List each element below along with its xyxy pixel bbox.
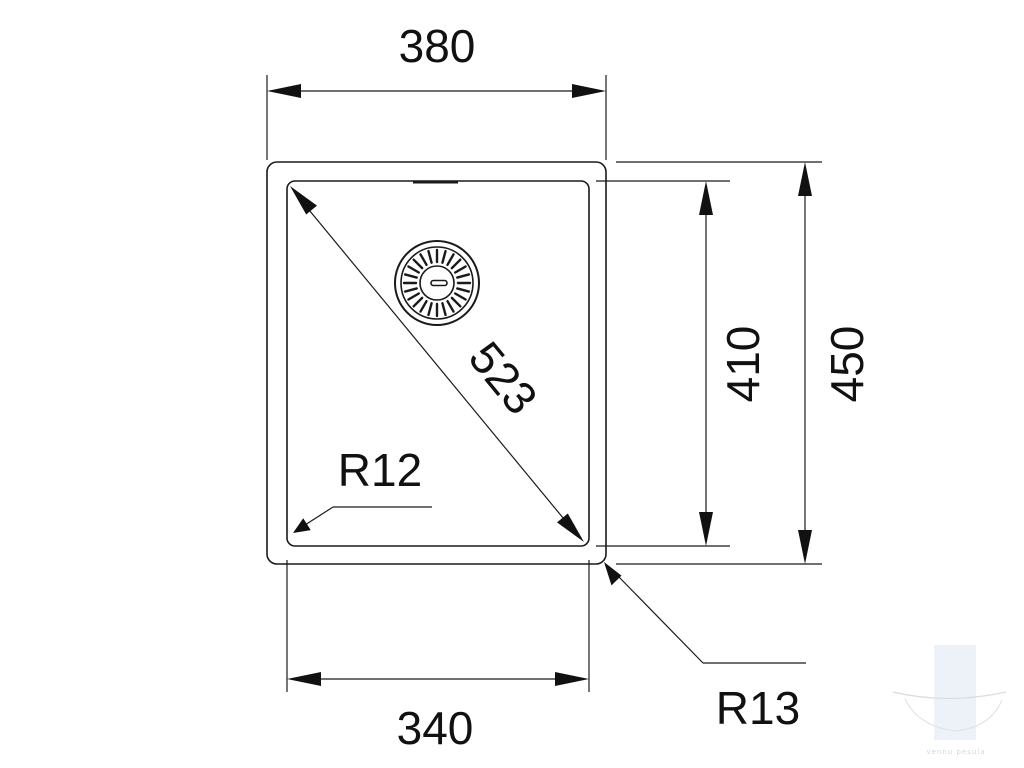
sink-outline xyxy=(266,161,607,565)
drain-slot xyxy=(403,287,418,293)
dimension-inner-radius: R12 xyxy=(293,444,432,533)
watermark-swoosh-lower xyxy=(904,698,1003,732)
dimension-outer-height: 450 xyxy=(616,161,873,565)
arrow-right xyxy=(572,84,606,98)
inner-height-label: 410 xyxy=(717,326,769,403)
drain-slot xyxy=(441,302,447,317)
drain-center-bar xyxy=(430,279,448,287)
diagonal-label: 523 xyxy=(459,332,548,424)
outer-radius-label: R13 xyxy=(716,682,800,734)
leader-arrow xyxy=(293,518,311,533)
arrow-top-left xyxy=(290,186,317,215)
drain-slot xyxy=(427,302,433,317)
watermark-logo: vennu pesula xyxy=(892,645,1007,756)
arrow-right xyxy=(555,672,589,686)
drain-slot xyxy=(446,253,455,267)
drain-slot xyxy=(407,265,421,274)
drain-slot xyxy=(412,296,424,308)
drain-slot xyxy=(456,273,471,279)
drain-slot xyxy=(427,249,433,264)
leader-arrow xyxy=(604,562,622,586)
arrow-bottom xyxy=(699,512,713,546)
leader-diagonal xyxy=(616,574,704,664)
dimension-inner-height: 410 xyxy=(596,180,769,547)
inner-width-label: 340 xyxy=(397,702,474,754)
outer-width-label: 380 xyxy=(399,20,476,72)
drain-slot xyxy=(446,299,455,313)
drain-slot xyxy=(456,287,471,293)
dimension-inner-width: 340 xyxy=(286,560,590,754)
dimension-outer-radius: R13 xyxy=(604,562,806,734)
arrow-left xyxy=(267,84,301,98)
drain-slot xyxy=(441,249,447,264)
leader-diagonal xyxy=(304,506,334,526)
drain-outer-ring xyxy=(394,240,480,326)
watermark-text: vennu pesula xyxy=(926,748,985,756)
outer-rim xyxy=(266,161,607,565)
arrow-left xyxy=(287,672,321,686)
drain-slots xyxy=(402,248,472,318)
diagonal-line xyxy=(299,198,574,531)
drain-slot xyxy=(419,299,428,313)
drain-slot xyxy=(450,296,462,308)
dimension-outer-width: 380 xyxy=(266,20,607,160)
drain-slot xyxy=(407,292,421,301)
drain-slot xyxy=(453,265,467,274)
drain-slot xyxy=(419,253,428,267)
drain-strainer-icon xyxy=(394,240,480,326)
arrow-top xyxy=(699,181,713,215)
arrow-bottom-right xyxy=(557,513,584,542)
dimension-diagonal: 523 xyxy=(290,186,584,542)
outer-height-label: 450 xyxy=(821,326,873,403)
watermark-bar xyxy=(934,645,976,740)
arrow-bottom xyxy=(798,530,812,564)
drain-slot xyxy=(450,258,462,270)
inner-bowl xyxy=(286,180,590,547)
drain-ring xyxy=(400,246,474,320)
arrow-top xyxy=(798,162,812,196)
watermark-swoosh xyxy=(892,691,1007,700)
drain-slot xyxy=(453,292,467,301)
drain-slot xyxy=(403,273,418,279)
drain-slot xyxy=(412,258,424,270)
inner-radius-label: R12 xyxy=(338,444,422,496)
